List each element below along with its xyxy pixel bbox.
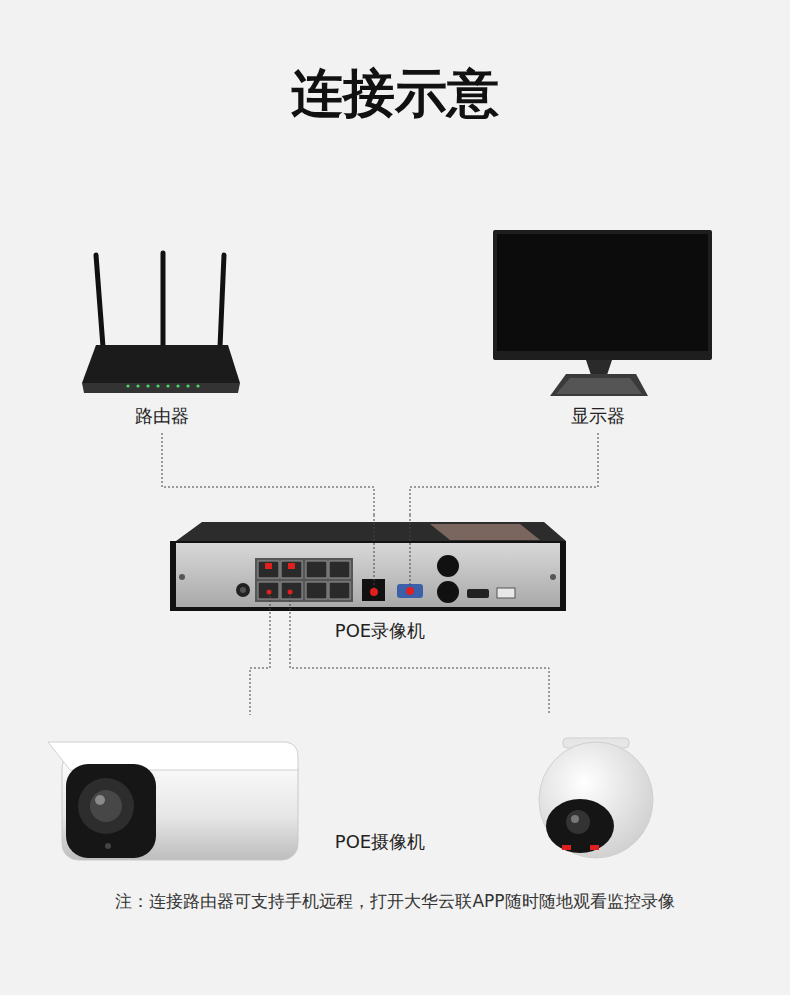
monitor-picture (493, 230, 712, 396)
device-node: POE摄像机 (40, 715, 670, 875)
device-label: POE摄像机 (332, 831, 428, 853)
note-text: 注：连接路由器可支持手机远程，打开大华云联APP随时随地观看监控录像 (0, 890, 790, 912)
device-node: POE录像机 (168, 515, 568, 650)
device-node: 显示器 (485, 222, 720, 433)
device-label: 显示器 (568, 405, 628, 427)
router-picture (82, 253, 240, 393)
dotted-cable (162, 433, 374, 515)
dome-camera-picture (539, 738, 653, 858)
bullet-camera-picture (48, 742, 298, 860)
dotted-cable (410, 433, 598, 515)
dotted-cable (250, 650, 270, 715)
device-label: 路由器 (132, 405, 192, 427)
nvr-picture (170, 515, 566, 650)
diagram-title: 连接示意 (0, 62, 790, 124)
dotted-cable (290, 650, 549, 715)
device-node: 路由器 (75, 245, 250, 433)
device-label: POE录像机 (332, 620, 428, 642)
